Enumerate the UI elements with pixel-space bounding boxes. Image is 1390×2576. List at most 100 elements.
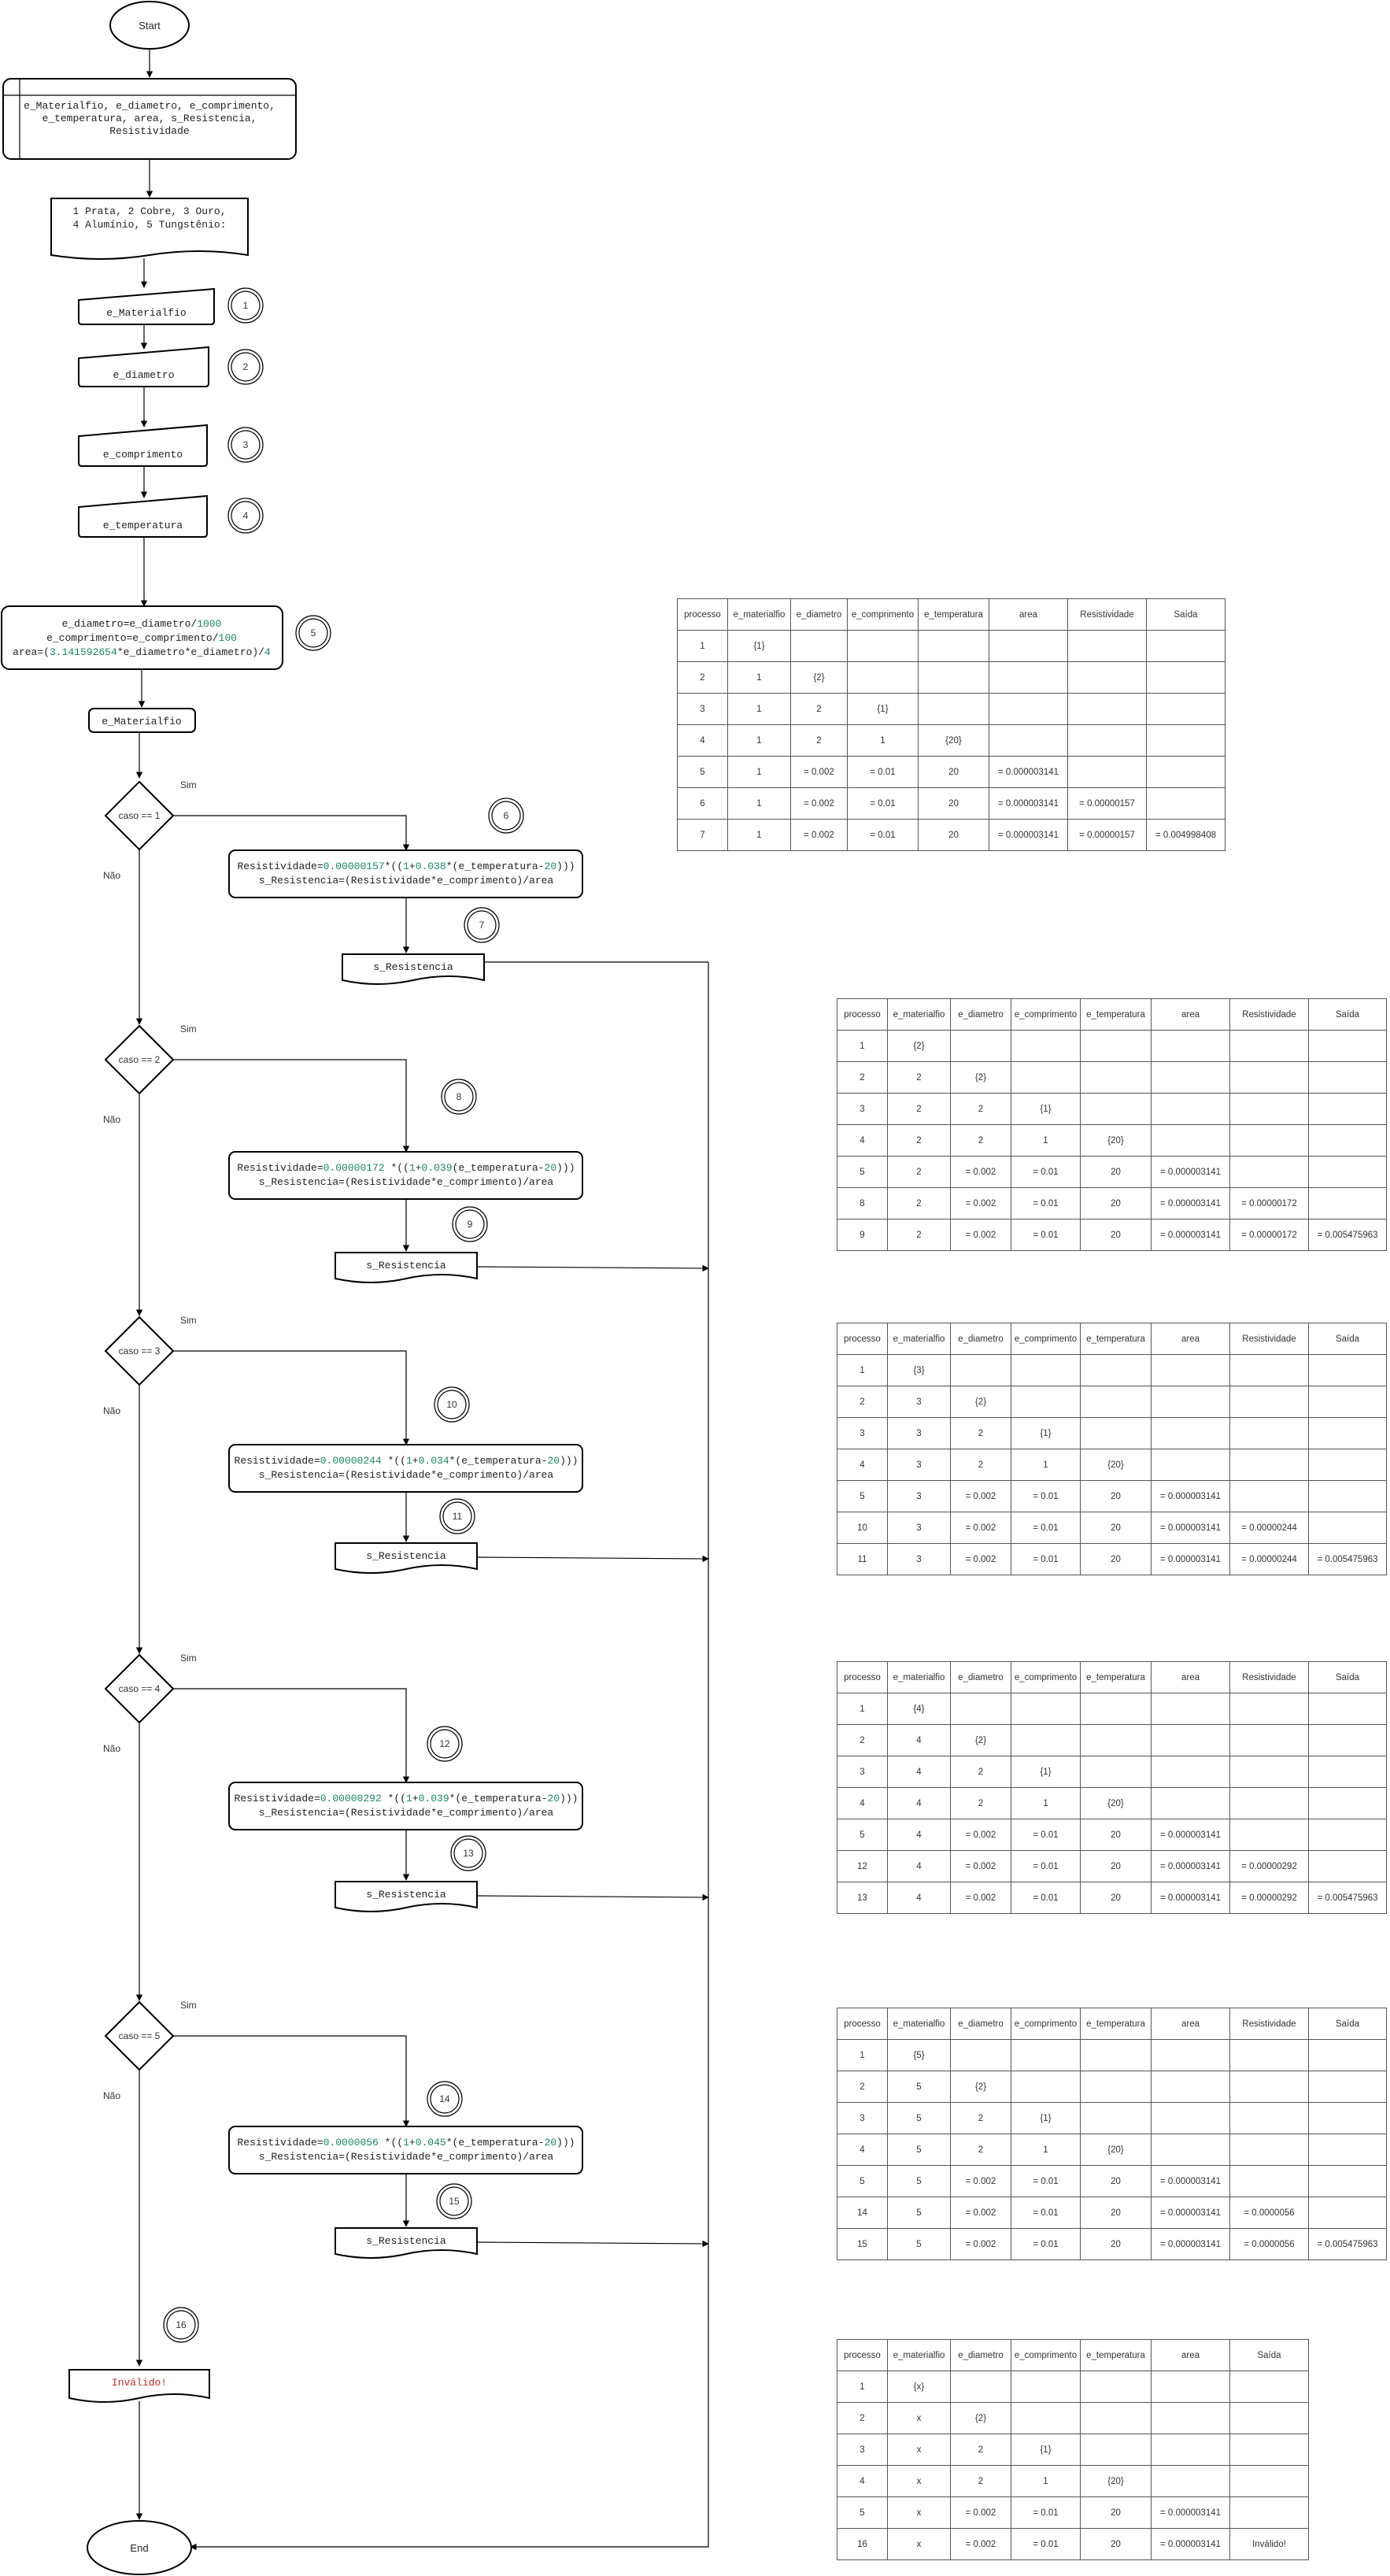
table-cell [1229, 1819, 1309, 1851]
table-cell [950, 1030, 1011, 1062]
table-cell: 5 [837, 2496, 888, 2529]
table-cell: 3 [887, 1512, 951, 1544]
table-cell: = 0.002 [790, 819, 848, 851]
table-header-cell: e_temperatura [918, 598, 989, 631]
formula-line: s_Resistencia=(Resistividade*e_comprimen… [259, 1807, 554, 1819]
table-cell: x [887, 2402, 951, 2434]
table-cell [790, 630, 848, 662]
table-cell [1080, 1093, 1152, 1125]
table-cell: 2 [790, 693, 848, 725]
table-cell [1151, 1124, 1230, 1157]
table-cell: = 0.000003141 [1151, 2496, 1230, 2529]
table-cell [1308, 2134, 1387, 2166]
table-cell: 1 [727, 787, 791, 820]
table-cell: 4 [887, 1756, 951, 1788]
table-cell [1308, 1724, 1387, 1756]
table-cell: {4} [887, 1693, 951, 1725]
table-cell: = 0.01 [1011, 2496, 1081, 2529]
table-cell [1229, 2134, 1309, 2166]
step-badge-10-label: 10 [446, 1399, 457, 1410]
table-cell: = 0.000003141 [1151, 1819, 1230, 1851]
table-cell [950, 2371, 1011, 2403]
table-cell: 1 [1011, 1124, 1081, 1157]
table-cell: 4 [887, 1850, 951, 1882]
table-cell [1080, 1417, 1152, 1449]
table-cell [1011, 1386, 1081, 1418]
table-cell: 1 [727, 724, 791, 757]
table-cell: 2 [950, 2465, 1011, 2497]
table-cell [1146, 630, 1225, 662]
table-cell: = 0.000003141 [1151, 1156, 1230, 1188]
table-cell [1229, 1724, 1309, 1756]
table-header-cell: Saída [1308, 1323, 1387, 1355]
table-header-cell: processo [677, 598, 728, 631]
table-header-cell: e_temperatura [1080, 1661, 1152, 1693]
connector-line [173, 815, 410, 851]
table-cell [1011, 2371, 1081, 2403]
table-cell: = 0.002 [950, 1156, 1011, 1188]
table-cell [1151, 2434, 1230, 2466]
formula-line: s_Resistencia=(Resistividade*e_comprimen… [259, 875, 554, 886]
table-header-cell: processo [837, 1661, 888, 1693]
table-cell: 1 [837, 2371, 888, 2403]
table-cell: = 0.002 [950, 1512, 1011, 1544]
input-label: e_Materialfio [106, 307, 186, 319]
table-cell: 4 [887, 1819, 951, 1851]
table-cell [1080, 1386, 1152, 1418]
step-badge-11-inner [442, 1501, 472, 1531]
table-cell [1146, 756, 1225, 788]
table-cell: 3 [837, 1093, 888, 1125]
output-label: s_Resistencia [366, 1260, 446, 1271]
table-cell: 1 [727, 756, 791, 788]
table-cell: 20 [1080, 1219, 1152, 1251]
decision-case-3 [104, 1316, 175, 1386]
table-cell: 20 [1080, 1850, 1152, 1882]
table-cell: 2 [950, 2434, 1011, 2466]
table-cell [1011, 2402, 1081, 2434]
table-cell: 2 [950, 2102, 1011, 2134]
table-cell [1146, 661, 1225, 694]
table-cell: = 0.01 [1011, 1850, 1081, 1882]
table-cell [1011, 2071, 1081, 2103]
formula-box-2 [228, 1151, 583, 1200]
table-cell: x [887, 2496, 951, 2529]
table-header-cell: area [1151, 2008, 1230, 2040]
table-header-cell: e_comprimento [847, 598, 919, 631]
table-cell: 1 [1011, 2465, 1081, 2497]
table-cell: = 0.002 [950, 1819, 1011, 1851]
table-cell: = 0.000003141 [989, 819, 1068, 851]
yes-label: Sim [180, 1315, 197, 1326]
decision-label: caso == 3 [119, 1345, 161, 1356]
output-invalid [68, 2369, 210, 2403]
step-badge-5-inner [298, 618, 328, 648]
table-cell: = 0.000003141 [1151, 1543, 1230, 1575]
table-row: 1{1} [677, 630, 1225, 662]
table-cell: = 0.00000292 [1229, 1882, 1309, 1914]
table-cell [1229, 1480, 1309, 1512]
table-cell [1308, 1417, 1387, 1449]
table-cell: 20 [1080, 1480, 1152, 1512]
table-header-cell: e_materialfio [887, 2339, 951, 2371]
table-cell: 5 [887, 2228, 951, 2260]
formula-line: Resistividade=0.00000244 *((1+0.034*(e_t… [235, 1455, 579, 1467]
table-cell: = 0.000003141 [1151, 2165, 1230, 2197]
table-cell: 1 [837, 1354, 888, 1386]
table-cell [1067, 724, 1147, 757]
table-row: 1{4} [837, 1693, 1387, 1725]
formula-line: Resistividade=0.00000157*((1+0.038*(e_te… [237, 861, 575, 872]
table-cell: = 0.01 [847, 787, 919, 820]
output-resistencia-4 [335, 1881, 478, 1912]
table-cell: = 0.01 [1011, 2528, 1081, 2560]
decision-case-4 [104, 1653, 175, 1724]
switch-box [88, 708, 196, 733]
